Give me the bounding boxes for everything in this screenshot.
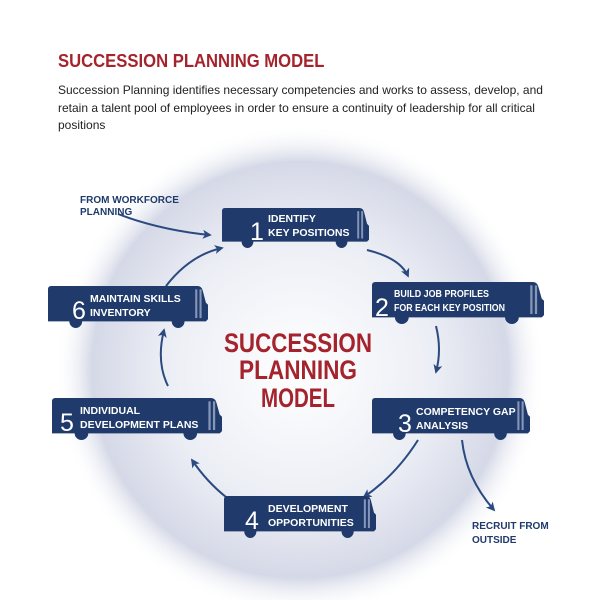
arrow-step2-to-step3	[433, 325, 443, 374]
bus-step-3-number: 3	[398, 410, 412, 438]
label-recruit-outside-line1: RECRUIT FROM	[472, 521, 549, 532]
bus-step-3: 3 COMPETENCY GAP ANALYSIS	[372, 398, 530, 440]
page-title: SUCCESSION PLANNING MODEL	[58, 50, 325, 71]
center-title: SUCCESSION PLANNING MODEL	[224, 328, 372, 413]
bus-step-1-number: 1	[250, 218, 264, 246]
arrow-from-workforce	[117, 213, 212, 239]
center-title-line1: SUCCESSION	[224, 328, 372, 358]
bus-step-6-number: 6	[72, 297, 86, 325]
bus-step-1: 1 IDENTIFY KEY POSITIONS	[222, 208, 369, 248]
arrow-step6-to-step1	[165, 245, 224, 287]
arrow-step5-to-step6	[157, 328, 169, 387]
bus-step-5-number: 5	[60, 409, 74, 437]
label-from-workforce-line1: FROM WORKFORCE	[80, 195, 179, 206]
bus-step-4-number: 4	[245, 507, 259, 535]
bus-step-4-line1: DEVELOPMENT	[268, 503, 349, 515]
label-recruit-outside-line2: OUTSIDE	[472, 535, 517, 546]
bus-step-5-line1: INDIVIDUAL	[80, 405, 141, 417]
arrow-step1-to-step2	[366, 249, 410, 278]
center-title-line2: PLANNING	[239, 355, 357, 385]
bus-step-1-line1: IDENTIFY	[268, 213, 316, 225]
page-description: Succession Planning identifies necessary…	[58, 83, 543, 132]
bus-step-6-line2: INVENTORY	[90, 307, 151, 319]
bus-step-5: 5 INDIVIDUAL DEVELOPMENT PLANS	[52, 398, 222, 440]
bus-step-4: 4 DEVELOPMENT OPPORTUNITIES	[224, 496, 376, 538]
bus-step-2-number: 2	[375, 294, 389, 322]
bus-step-2: 2 BUILD JOB PROFILES FOR EACH KEY POSITI…	[372, 282, 544, 324]
arrow-step4-to-step5	[190, 458, 227, 498]
arrow-recruit-outside	[461, 439, 496, 512]
label-from-workforce-line2: PLANNING	[80, 207, 132, 218]
bus-step-6-line1: MAINTAIN SKILLS	[90, 293, 181, 305]
center-title-line3: MODEL	[261, 383, 335, 413]
bus-step-1-line2: KEY POSITIONS	[268, 227, 350, 239]
bus-step-5-line2: DEVELOPMENT PLANS	[80, 419, 198, 431]
bus-step-2-line1: BUILD JOB PROFILES	[394, 288, 489, 300]
arrow-step3-to-step4	[362, 439, 419, 499]
bus-step-6: 6 MAINTAIN SKILLS INVENTORY	[48, 286, 208, 328]
label-from-workforce: FROM WORKFORCE PLANNING	[80, 195, 179, 218]
bus-step-3-line2: ANALYSIS	[416, 420, 468, 432]
label-recruit-outside: RECRUIT FROM OUTSIDE	[472, 521, 549, 546]
bus-step-4-line2: OPPORTUNITIES	[268, 517, 354, 529]
center-halo	[55, 125, 545, 600]
bus-step-3-line1: COMPETENCY GAP	[416, 406, 516, 418]
bus-step-2-line2: FOR EACH KEY POSITION	[394, 302, 505, 314]
